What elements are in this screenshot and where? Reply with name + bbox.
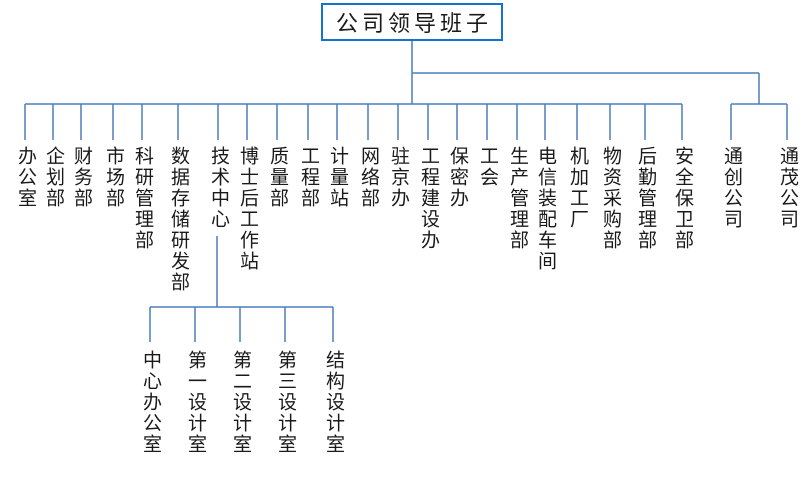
sub-structural-design-room: 结构设计室 bbox=[323, 350, 344, 455]
sub-center-office: 中心办公室 bbox=[140, 350, 161, 455]
dept-postdoc-workstation: 博士后工作站 bbox=[237, 146, 258, 272]
dept-confidentiality-office: 保密办 bbox=[447, 146, 468, 209]
root-node-label: 公司领导班子 bbox=[335, 11, 492, 36]
dept-marketing: 市场部 bbox=[103, 146, 124, 209]
dept-labor-union: 工会 bbox=[477, 146, 498, 188]
dept-production-management: 生产管理部 bbox=[507, 146, 528, 251]
dept-data-storage-rd: 数据存储研发部 bbox=[168, 146, 189, 293]
dept-finance: 财务部 bbox=[71, 146, 92, 209]
dept-technology-center: 技术中心 bbox=[208, 146, 229, 230]
dept-machining-factory: 机加工厂 bbox=[567, 146, 588, 230]
dept-network: 网络部 bbox=[358, 146, 379, 209]
root-node-leadership: 公司领导班子 bbox=[321, 3, 503, 41]
dept-general-office: 办公室 bbox=[15, 146, 36, 209]
company-tongchuang: 通创公司 bbox=[721, 146, 742, 230]
dept-engineering: 工程部 bbox=[298, 146, 319, 209]
dept-procurement: 物资采购部 bbox=[600, 146, 621, 251]
dept-planning: 企划部 bbox=[43, 146, 64, 209]
dept-metrology-station: 计量站 bbox=[327, 146, 348, 209]
dept-telecom-assembly-workshop: 电信装配车间 bbox=[535, 146, 556, 272]
sub-design-room-1: 第一设计室 bbox=[185, 350, 206, 455]
dept-beijing-office: 驻京办 bbox=[388, 146, 409, 209]
dept-quality: 质量部 bbox=[267, 146, 288, 209]
dept-security: 安全保卫部 bbox=[672, 146, 693, 251]
sub-design-room-2: 第二设计室 bbox=[230, 350, 251, 455]
company-tongmao: 通茂公司 bbox=[777, 146, 798, 230]
dept-construction-office: 工程建设办 bbox=[418, 146, 439, 251]
dept-research-management: 科研管理部 bbox=[132, 146, 153, 251]
sub-design-room-3: 第三设计室 bbox=[275, 350, 296, 455]
dept-logistics-management: 后勤管理部 bbox=[635, 146, 656, 251]
